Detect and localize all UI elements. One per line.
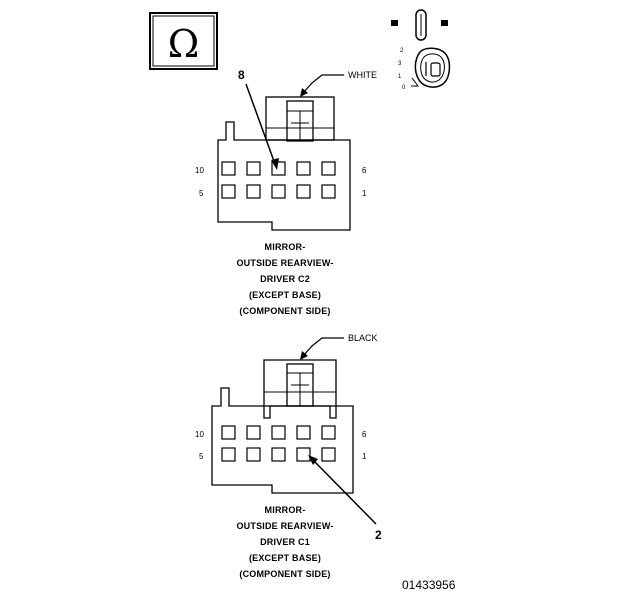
- c1-color-leader: [300, 337, 344, 360]
- ignition-pos-1: 1: [398, 74, 402, 80]
- c1-pin-label-6: 6: [362, 430, 367, 439]
- c2-caption-line: MIRROR-: [264, 242, 306, 252]
- c2-caption-line: (EXCEPT BASE): [248, 290, 322, 300]
- document-id: 01433956: [402, 578, 456, 592]
- ignition-key-icon: 2 3 1 0: [391, 9, 451, 91]
- c2-pin-label-6: 6: [362, 166, 367, 175]
- c1-caption-line: MIRROR-: [264, 505, 306, 515]
- omega-symbol: Ω: [168, 22, 200, 66]
- c2-color-leader: [300, 74, 344, 97]
- c2-caption: MIRROR- OUTSIDE REARVIEW- DRIVER C2 (EXC…: [160, 239, 410, 319]
- ignition-pos-3: 3: [398, 61, 402, 67]
- connector-c2-housing: [217, 96, 351, 231]
- c1-caption-line: (EXCEPT BASE): [248, 553, 322, 563]
- c1-pin-label-1: 1: [362, 452, 367, 461]
- c1-caption: MIRROR- OUTSIDE REARVIEW- DRIVER C1 (EXC…: [160, 502, 410, 582]
- c1-callout-arrow: [308, 455, 377, 525]
- c2-color-label: WHITE: [348, 70, 377, 80]
- omega-logo: Ω: [149, 12, 218, 70]
- c2-callout-pin-number: 8: [238, 68, 245, 82]
- c1-caption-line: (COMPONENT SIDE): [239, 569, 331, 579]
- ignition-pos-0: 0: [402, 85, 406, 91]
- c2-caption-line: OUTSIDE REARVIEW-: [236, 258, 334, 268]
- c1-caption-line: OUTSIDE REARVIEW-: [236, 521, 334, 531]
- ignition-pos-2: 2: [400, 48, 404, 54]
- c2-pin-label-5: 5: [199, 189, 204, 198]
- c2-caption-line: DRIVER C2: [260, 274, 310, 284]
- c2-callout-arrow: [245, 83, 279, 170]
- c2-pin-label-1: 1: [362, 189, 367, 198]
- c1-color-label: BLACK: [348, 333, 378, 343]
- c2-caption-line: (COMPONENT SIDE): [239, 306, 331, 316]
- c1-pin-label-10: 10: [195, 430, 204, 439]
- c1-callout-pin-number: 2: [375, 528, 382, 542]
- c1-pin-label-5: 5: [199, 452, 204, 461]
- connector-c1-housing: [211, 359, 354, 494]
- c2-pin-label-10: 10: [195, 166, 204, 175]
- c1-caption-line: DRIVER C1: [260, 537, 310, 547]
